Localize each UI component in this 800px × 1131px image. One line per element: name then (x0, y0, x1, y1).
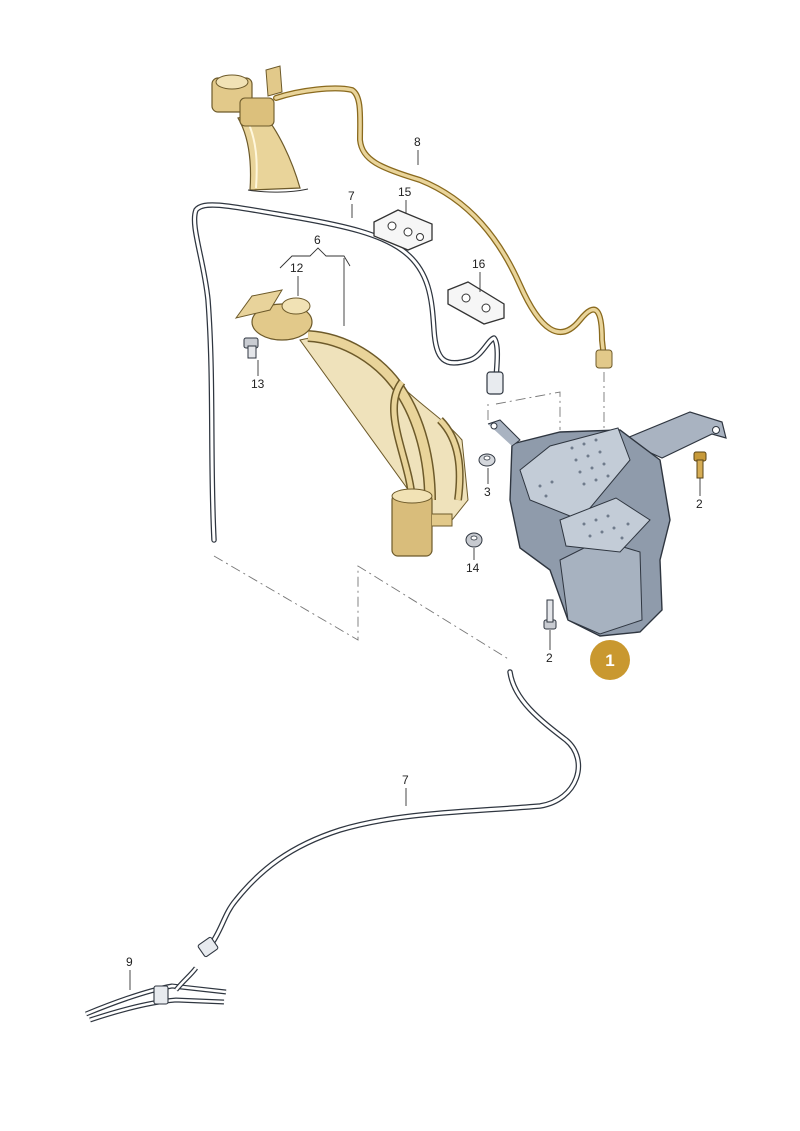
bolt-2-lower-icon (543, 599, 557, 630)
charcoal-canister-icon (487, 411, 727, 637)
callout-6: 6 (314, 233, 321, 247)
callout-14: 14 (466, 561, 480, 575)
callout-7-lower: 7 (402, 773, 409, 787)
callout-13: 13 (251, 377, 265, 391)
callout-16: 16 (472, 257, 486, 271)
pipe-7-upper (191, 202, 504, 543)
bolt-2-right-icon (693, 451, 707, 479)
callout-2-lower: 2 (546, 651, 553, 665)
callout-15: 15 (398, 185, 412, 199)
line-bundle-9 (85, 966, 227, 1023)
connection-lines (213, 372, 605, 661)
pipe-7-lower (197, 669, 582, 958)
pipe-clip-15-icon (373, 209, 433, 251)
filler-pipe-assembly-6 (234, 289, 469, 557)
callout-8: 8 (414, 135, 421, 149)
leader-lines (129, 150, 701, 990)
callout-labels: 8 7 15 6 12 16 13 3 2 14 2 7 9 (126, 135, 703, 969)
bolt-13-icon (243, 337, 259, 359)
callout-12: 12 (290, 261, 304, 275)
callout-1: 1 (605, 651, 614, 670)
callout-9: 9 (126, 955, 133, 969)
nut-3-icon (478, 453, 496, 467)
pipe-clip-16-icon (447, 281, 505, 325)
callout-3: 3 (484, 485, 491, 499)
callout-7-upper: 7 (348, 189, 355, 203)
callout-2-right: 2 (696, 497, 703, 511)
filler-neck-top-icon (211, 65, 309, 193)
hose-8 (273, 85, 613, 369)
nut-14-icon (465, 532, 483, 548)
highlight-badge[interactable]: 1 (590, 640, 630, 680)
